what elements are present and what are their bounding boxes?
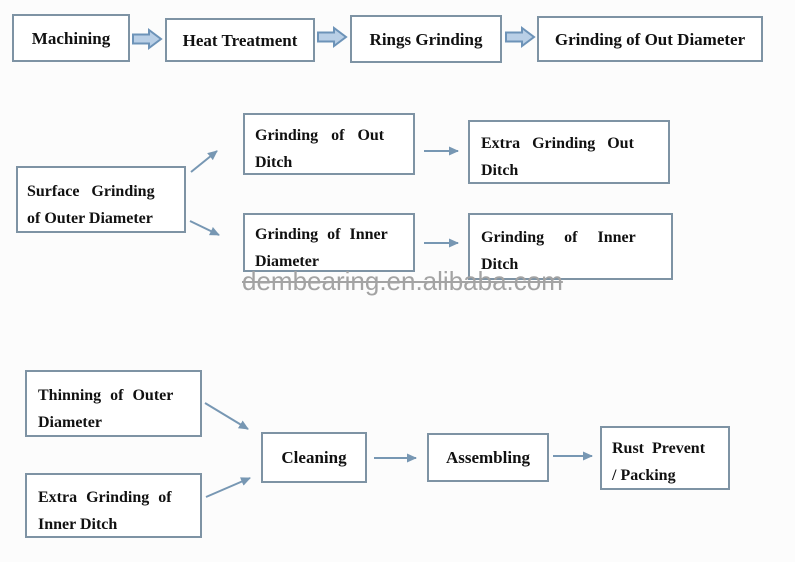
- node-extra-grinding-out-ditch: Extra Grinding Out Ditch: [468, 120, 670, 184]
- node-rings-grinding-label: Rings Grinding: [369, 29, 483, 49]
- node-cleaning: Cleaning: [261, 432, 367, 483]
- node-grinding-out-ditch: Grinding of Out Ditch: [243, 113, 415, 175]
- node-thinning-outer-diameter: Thinning of Outer Diameter: [25, 370, 202, 437]
- node-grinding-inner-ditch: Grinding of Inner Ditch: [468, 213, 673, 280]
- node-rings-grinding: Rings Grinding: [350, 15, 502, 63]
- node-machining-label: Machining: [31, 28, 111, 48]
- block-arrow-machining-to-heat-treatment: [132, 28, 163, 50]
- node-grinding-inner-diameter-line1: Grinding of Inner: [255, 226, 388, 243]
- node-rust-prevent-packing-line2: / Packing: [612, 467, 676, 484]
- node-surface-grinding-line1: Surface Grinding: [27, 183, 155, 200]
- node-thinning-outer-diameter-line1: Thinning of Outer: [38, 387, 174, 404]
- node-grinding-out-diameter-label: Grinding of Out Diameter: [554, 29, 746, 49]
- block-arrow-rings-grinding-to-grinding-out-diameter: [505, 26, 536, 48]
- node-heat-treatment: Heat Treatment: [165, 18, 315, 62]
- block-arrow-heat-treatment-to-rings-grinding: [317, 26, 348, 48]
- arrow-surface-to-inner-diameter: [189, 220, 220, 236]
- node-grinding-inner-ditch-line1: Grinding of Inner: [481, 229, 636, 246]
- watermark-text: dembearing.en.alibaba.com: [242, 266, 563, 296]
- node-extra-grinding-inner-ditch-line2: Inner Ditch: [38, 516, 118, 533]
- node-machining: Machining: [12, 14, 130, 62]
- node-extra-grinding-inner-ditch: Extra Grinding of Inner Ditch: [25, 473, 202, 538]
- node-grinding-inner-diameter: Grinding of Inner Diameter: [243, 213, 415, 272]
- arrow-thinning-to-cleaning: [204, 402, 249, 430]
- node-grinding-inner-ditch-line2: Ditch: [481, 256, 519, 273]
- node-thinning-outer-diameter-line2: Diameter: [38, 414, 102, 431]
- node-extra-grinding-out-ditch-line1: Extra Grinding Out: [481, 135, 634, 152]
- node-grinding-out-ditch-line1: Grinding of Out: [255, 127, 385, 144]
- arrow-surface-to-out-ditch: [190, 150, 218, 173]
- node-rust-prevent-packing-line1: Rust Prevent: [612, 440, 706, 457]
- node-surface-grinding-line2: of Outer Diameter: [27, 210, 153, 227]
- node-assembling: Assembling: [427, 433, 549, 482]
- node-surface-grinding: Surface Grinding of Outer Diameter: [16, 166, 186, 233]
- node-extra-grinding-inner-ditch-line1: Extra Grinding of: [38, 489, 172, 506]
- arrow-extra-inner-to-cleaning: [205, 477, 251, 498]
- node-rust-prevent-packing: Rust Prevent / Packing: [600, 426, 730, 490]
- node-extra-grinding-out-ditch-line2: Ditch: [481, 162, 519, 179]
- node-heat-treatment-label: Heat Treatment: [182, 30, 298, 50]
- node-grinding-out-diameter: Grinding of Out Diameter: [537, 16, 763, 62]
- node-grinding-inner-diameter-line2: Diameter: [255, 253, 319, 270]
- node-grinding-out-ditch-line2: Ditch: [255, 154, 293, 171]
- node-assembling-label: Assembling: [445, 448, 531, 467]
- node-cleaning-label: Cleaning: [281, 448, 347, 467]
